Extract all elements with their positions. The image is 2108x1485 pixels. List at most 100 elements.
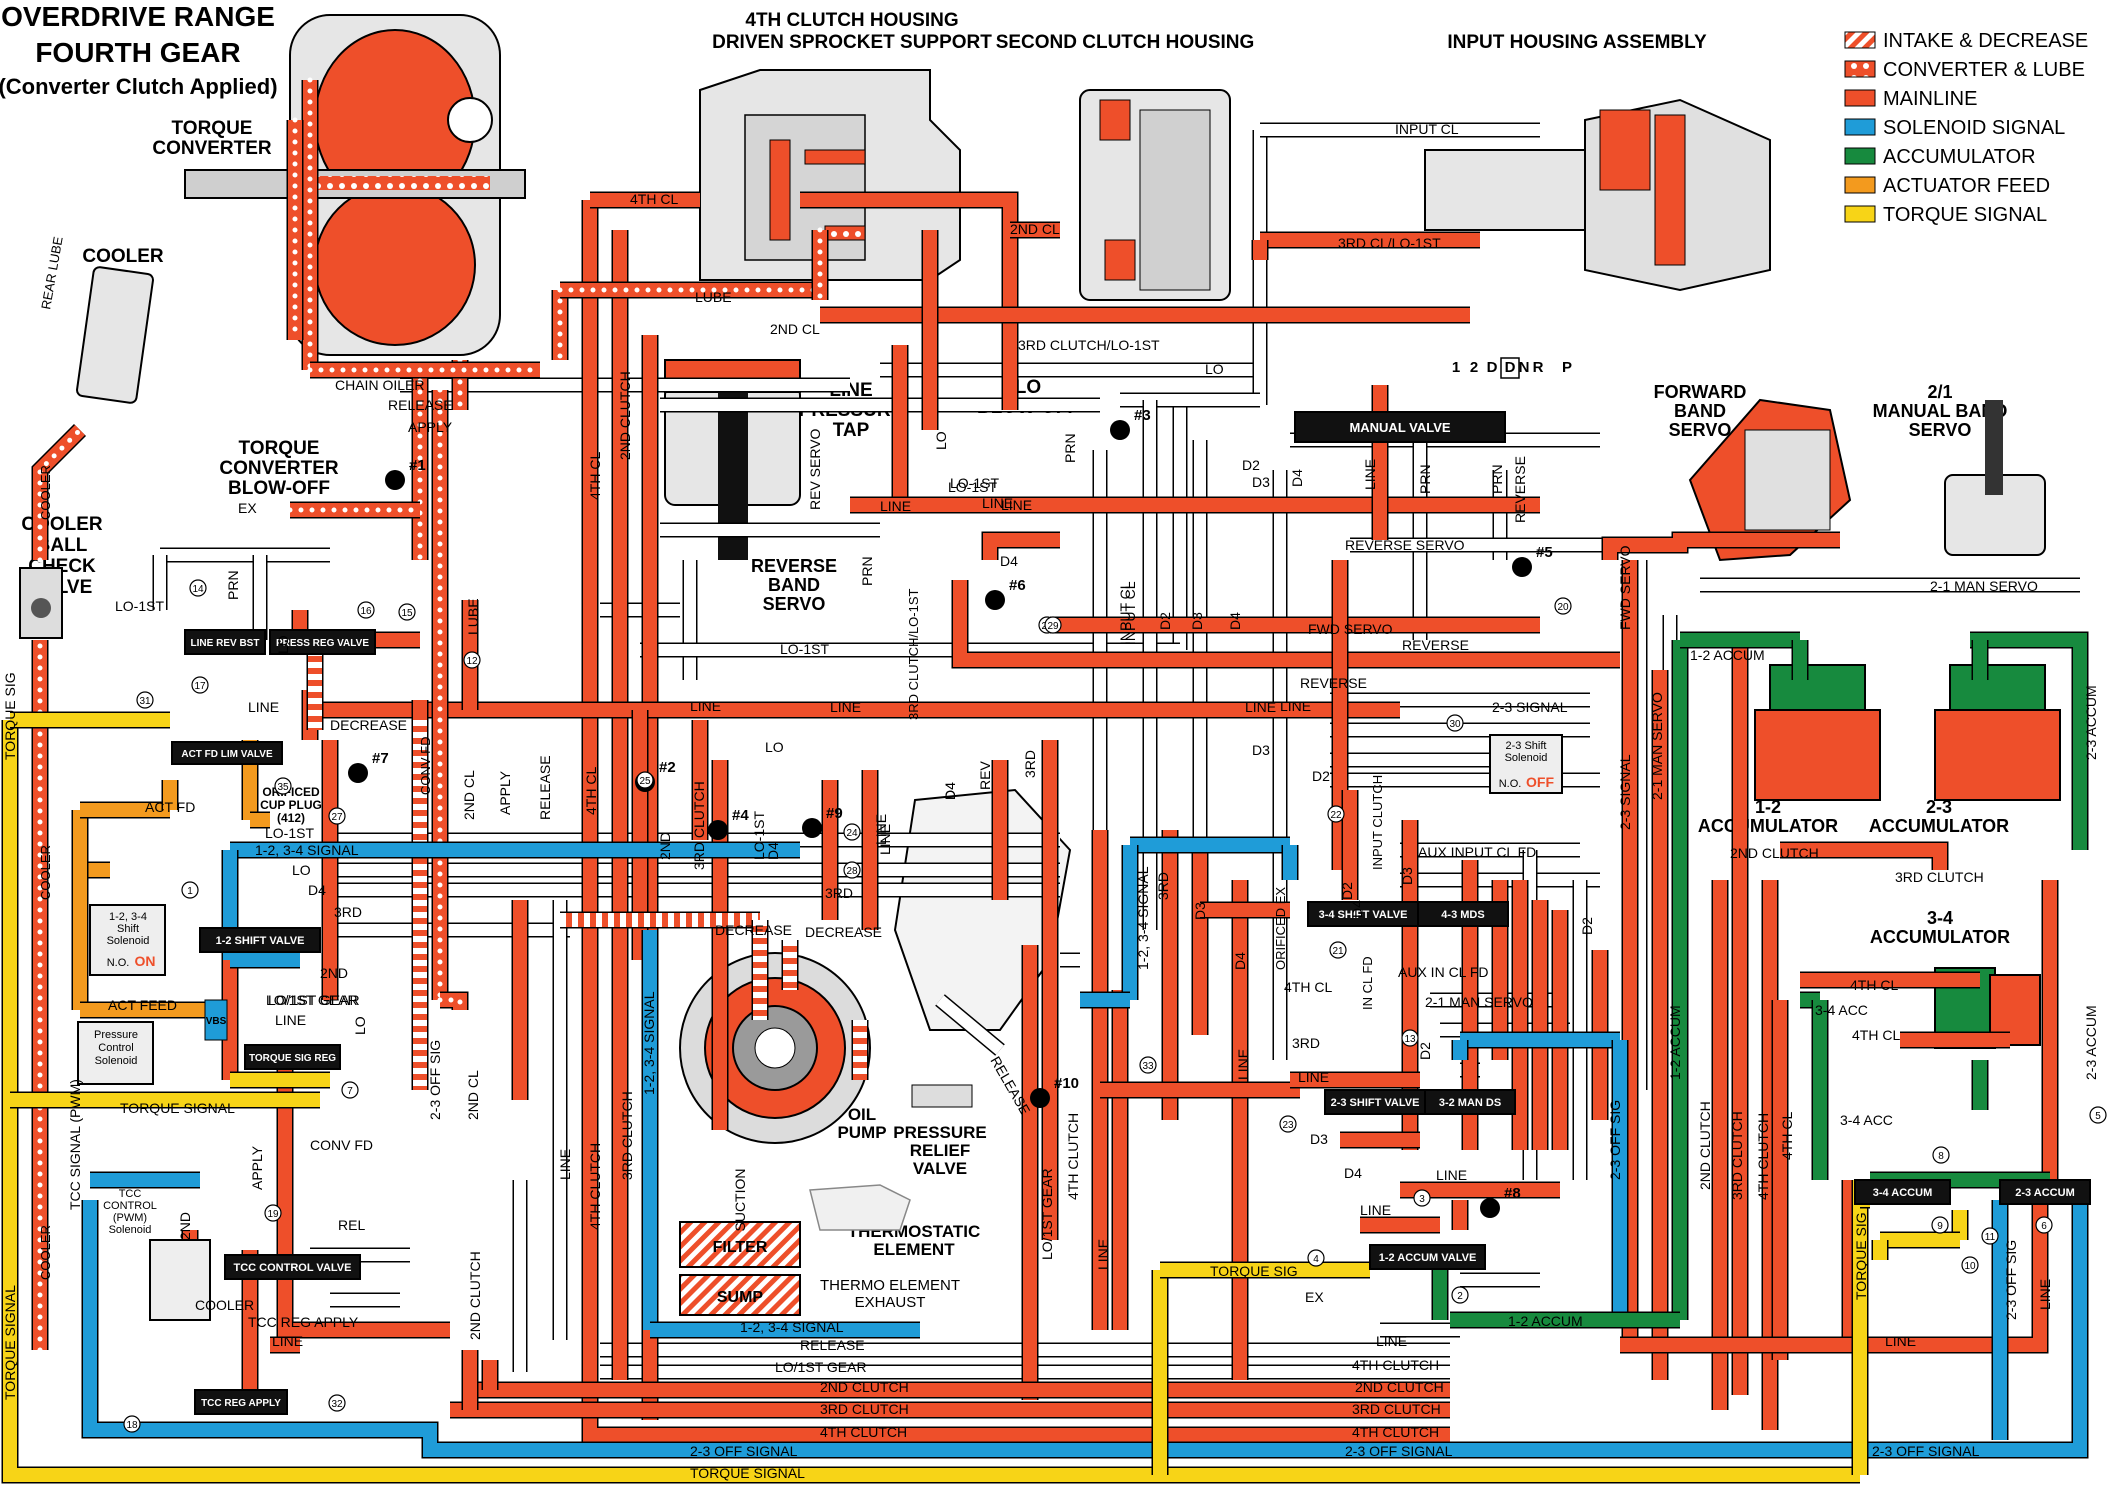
orifice-circle	[1554, 597, 1572, 615]
circuit-label-d4: D4	[1344, 1165, 1362, 1181]
lube-dots	[37, 427, 83, 563]
legend-item: TORQUE SIGNAL	[1844, 204, 2047, 226]
solenoid-23-state: OFF	[1526, 774, 1554, 790]
valve-act-fd-lim-valve: ACT FD LIM VALVE	[171, 741, 283, 765]
orifice-number: 1	[187, 886, 193, 897]
checkball-label: #2	[659, 759, 676, 776]
orifice-circle	[328, 1394, 346, 1412]
circuit-label-third-cl-lo1st: 3RD CL/LO-1ST	[1338, 235, 1441, 251]
accumulator-12	[1754, 664, 1881, 801]
checkball-ball	[1480, 1198, 1500, 1218]
circuit-label-prn: PRN	[1062, 433, 1078, 463]
checkball-label: #10	[1054, 1075, 1079, 1092]
circuit-label-third-rd: 3RD	[334, 904, 362, 920]
orifice-18: 18	[123, 1415, 141, 1433]
orifice-8: 8	[1932, 1146, 1950, 1164]
circuit-label-accum-12: 1-2 ACCUM	[1508, 1313, 1583, 1329]
legend-swatch	[1844, 118, 1876, 136]
solenoid-12-34-prefix: N.O.	[107, 957, 130, 969]
circuit-label-signal-12-34: 1-2, 3-4 SIGNAL	[1135, 866, 1151, 970]
orifice-20: 20	[1554, 597, 1572, 615]
header-second-clutch-housing: SECOND CLUTCH HOUSING	[996, 32, 1255, 53]
circuit-label-line: LINE	[1360, 1202, 1391, 1218]
orifice-11: 11	[1981, 1227, 1999, 1245]
checkball-label: #1	[409, 457, 426, 474]
circuit-label-line: LINE	[982, 495, 1013, 511]
valve-body	[224, 1254, 361, 1280]
orifice-number: 6	[2041, 1221, 2047, 1232]
orifice-circle	[1044, 616, 1062, 634]
orifice-29: 29	[1044, 616, 1062, 634]
orifice-circle	[1413, 1189, 1431, 1207]
input-housing-assembly	[1424, 98, 1771, 292]
checkball-1: #1	[385, 457, 426, 490]
valve-body	[184, 629, 266, 655]
circuit-label-d3: D3	[1310, 1131, 1328, 1147]
title-line1: OVERDRIVE RANGE	[1, 1, 275, 32]
circuit-label-second-nd: 2ND	[177, 1212, 193, 1240]
sump-label: SUMP	[717, 1289, 764, 1306]
valve-label: TCC REG APPLY	[201, 1398, 281, 1409]
forward-band-servo	[1688, 398, 1852, 562]
circuit-label-third-clutch-lo1st: 3RD CLUTCH/LO-1ST	[1018, 337, 1160, 353]
circuit-label-torque-signal: TORQUE SIGNAL	[120, 1100, 235, 1116]
circuit-label-reverse: REVERSE	[1402, 637, 1469, 653]
filter-and-sump: FILTER SUMP SUCTION	[679, 1169, 801, 1316]
orifice-2: 2	[1451, 1286, 1469, 1304]
orifice-number: 32	[331, 1399, 343, 1410]
circuit-label-signal-23: 2-3 SIGNAL	[1492, 699, 1568, 715]
circuit-label-lo-1st: LO-1ST	[950, 475, 999, 491]
valve-body	[194, 1389, 288, 1415]
orifice-number: 7	[347, 1086, 353, 1097]
circuit-label-fourth-clutch: 4TH CLUTCH	[820, 1424, 907, 1440]
header-input-housing: INPUT HOUSING ASSEMBLY	[1447, 32, 1707, 53]
circuit-label-act-feed: ACT FEED	[108, 997, 177, 1013]
valve-body	[171, 741, 283, 765]
legend-label: TORQUE SIGNAL	[1883, 204, 2047, 226]
circuit-label-fourth-clutch: 4TH CLUTCH	[1352, 1357, 1439, 1373]
solenoid-12-34-state: ON	[135, 953, 156, 969]
orifice-4: 4	[1307, 1249, 1325, 1267]
circuit-label-prn: PRN	[225, 570, 241, 600]
checkball-ball	[385, 470, 405, 490]
orifice-circle	[1932, 1146, 1950, 1164]
thermostatic-element	[809, 1184, 911, 1231]
circuit-label-d2: D2	[1339, 882, 1355, 900]
circuit-label-line: LINE	[877, 824, 893, 855]
orifice-number: 4	[1313, 1254, 1319, 1265]
circuit-label-fourth-cl: 4TH CL	[1779, 1112, 1795, 1160]
checkball-ball	[985, 590, 1005, 610]
circuit-label-lo1st-gear: LO/1ST GEAR	[266, 992, 358, 1008]
orifice-circle	[843, 823, 861, 841]
circuit-label-third-clutch: 3RD CLUTCH	[691, 781, 707, 870]
circuit-label-lo-1st: LO-1ST	[115, 598, 164, 614]
orifice-number: 3	[1419, 1194, 1425, 1205]
orifice-number: 10	[1964, 1261, 1976, 1272]
orifice-number: 16	[360, 606, 372, 617]
circuit-label-apply: APPLY	[497, 770, 513, 815]
orifice-number: 5	[2095, 1111, 2101, 1122]
title-line3: (Converter Clutch Applied)	[0, 74, 278, 99]
circuit-label-third-clutch: 3RD CLUTCH	[1729, 1111, 1745, 1200]
gear-position-1: 2	[1470, 359, 1478, 376]
oil-pump	[679, 952, 871, 1144]
circuit-label-d2: D2	[1157, 612, 1173, 630]
orifice-number: 2	[1457, 1291, 1463, 1302]
circuit-label-d4: D4	[308, 882, 326, 898]
valve-label: 3-2 MAN DS	[1439, 1097, 1501, 1109]
legend-label: SOLENOID SIGNAL	[1883, 117, 2065, 139]
circuit-label-lo: LO	[352, 1016, 368, 1035]
orifice-circle	[2035, 1216, 2053, 1234]
valve-label: PRESS REG VALVE	[276, 638, 369, 649]
circuit-label-off-signal-23: 2-3 OFF SIGNAL	[1345, 1443, 1453, 1459]
circuit-label-cooler: COOLER	[38, 1225, 53, 1280]
circuit-label-reverse: REVERSE	[1300, 675, 1367, 691]
circuit-label-torque-sig: TORQUE SIG	[1210, 1263, 1298, 1279]
circuit-label-aux-in-cl-fd: AUX IN CL FD	[1398, 964, 1489, 980]
circuit-label-line: LINE	[1235, 1049, 1251, 1080]
